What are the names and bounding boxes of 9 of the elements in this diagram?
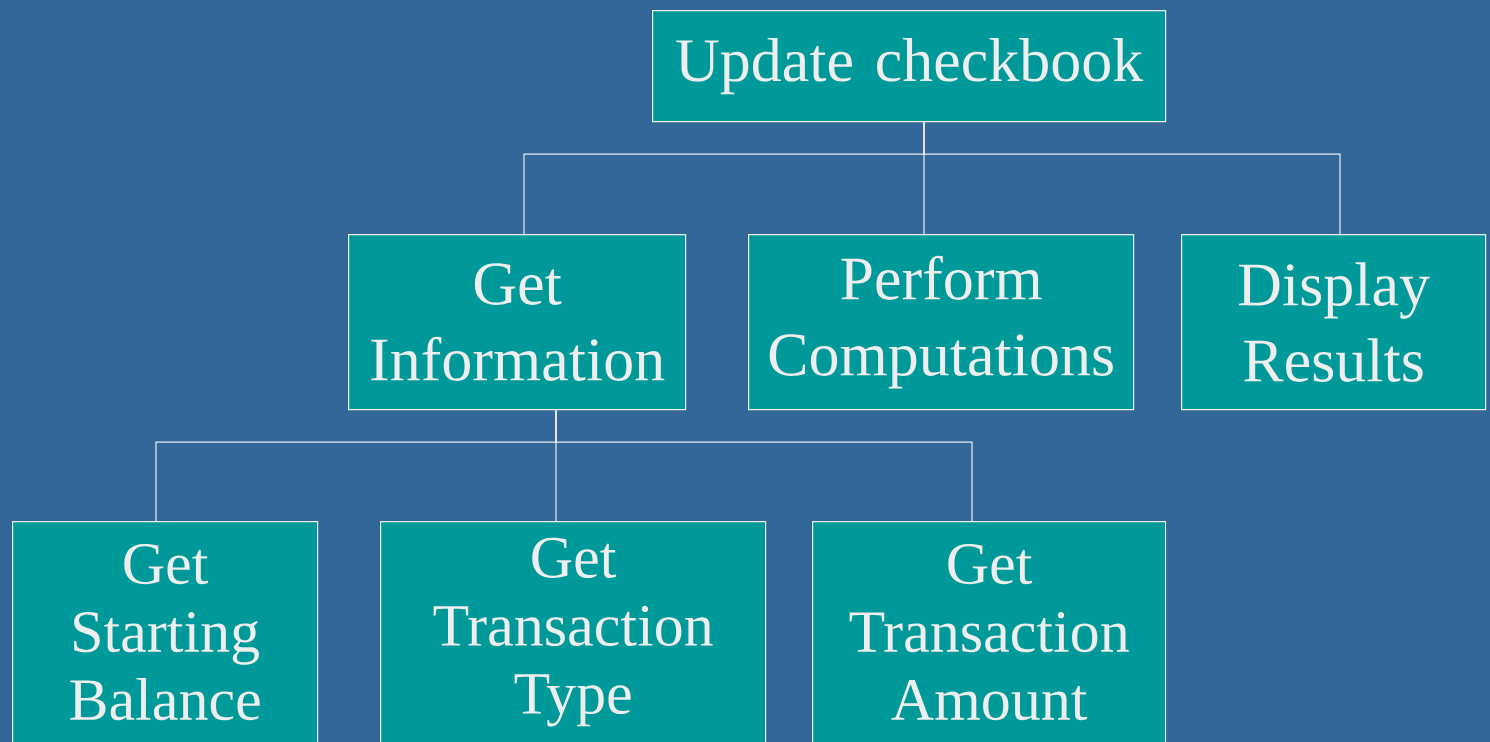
process-box: Update checkbook [652,10,1167,123]
process-box: Get Transaction Amount [812,521,1167,742]
process-box: Get Information [348,234,687,411]
process-box: Get Starting Balance [12,521,319,742]
connector-line [923,121,1341,235]
process-box: Get Transaction Type [380,521,767,742]
process-box: Display Results [1181,234,1487,411]
process-box: Perform Computations [748,234,1135,411]
connector-line [555,409,973,522]
